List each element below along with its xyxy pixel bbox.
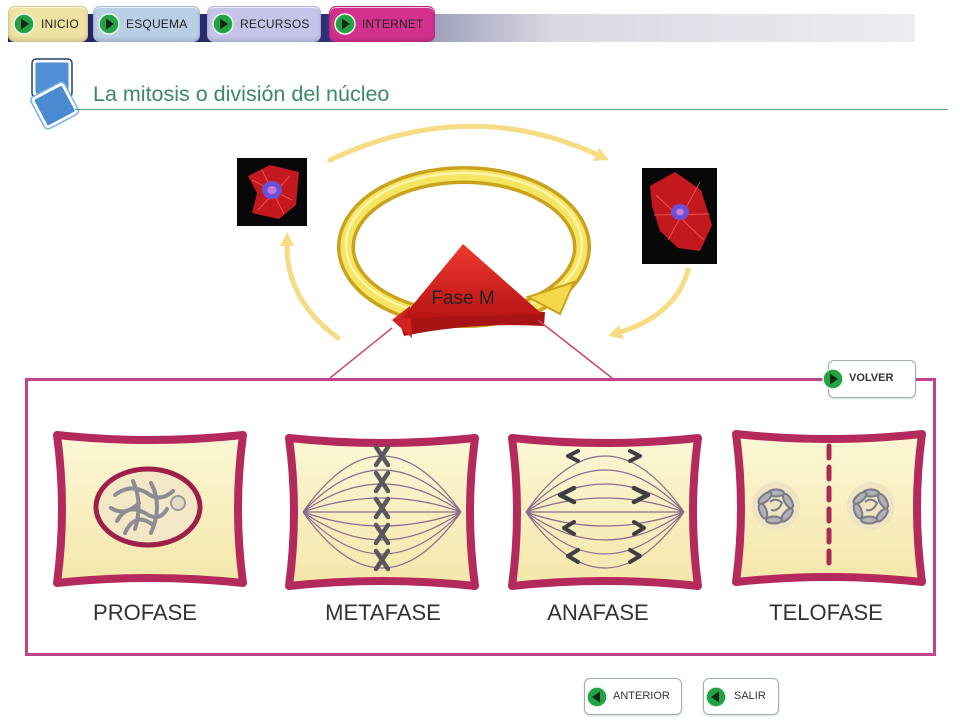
- play-icon: [822, 368, 844, 390]
- cycle-arrow-right: [615, 267, 691, 336]
- chromosome: [373, 470, 391, 494]
- back-arrow-icon: [705, 686, 727, 708]
- chromatin: [109, 479, 175, 535]
- connector-line-left: [329, 327, 393, 379]
- cycle-ring-arrowhead: [525, 280, 576, 316]
- cell-photo-right-nucleolus: [676, 208, 684, 216]
- chromosome: [566, 548, 580, 564]
- play-icon: [13, 13, 35, 35]
- chromosome: [628, 548, 642, 564]
- nucleus: [93, 466, 203, 548]
- chromatin-tangle: [769, 498, 784, 512]
- anterior-label: ANTERIOR: [613, 690, 670, 702]
- slides-icon-front: [30, 81, 80, 130]
- tab-inicio[interactable]: INICIO: [8, 6, 88, 42]
- cycle-arrow-left: [284, 241, 341, 341]
- nucleolus: [170, 495, 186, 511]
- chromosome: [557, 485, 577, 505]
- tab-label: INICIO: [41, 17, 79, 31]
- cell-photo-left-nucleolus: [267, 186, 277, 194]
- connector-line-right: [537, 319, 613, 379]
- anterior-button[interactable]: ANTERIOR: [584, 678, 682, 715]
- cycle-arrowhead-top: [593, 148, 609, 161]
- cycle-arrowhead-right: [608, 325, 624, 339]
- volver-button[interactable]: VOLVER: [822, 360, 916, 398]
- stage-label-metafase: METAFASE: [325, 600, 441, 625]
- chromatin-loop: [757, 491, 773, 505]
- chromosome: [373, 444, 391, 468]
- chromosome: [562, 520, 576, 536]
- chromatin-tangle: [864, 498, 879, 512]
- stages-frame: [25, 378, 936, 656]
- slides-icon-front-outline: [30, 81, 80, 130]
- chromosome: [566, 449, 580, 463]
- salir-button[interactable]: SALIR: [703, 678, 779, 715]
- title-underline: [75, 109, 948, 110]
- stage-label-profase: PROFASE: [93, 600, 197, 625]
- chromatin-loop: [860, 515, 878, 525]
- daughter-nucleus-left: [752, 482, 800, 530]
- chromosome: [631, 485, 651, 505]
- salir-label: SALIR: [734, 690, 766, 702]
- slides-icon-front-card: [31, 83, 78, 129]
- tab-recursos[interactable]: RECURSOS: [207, 6, 321, 42]
- play-icon: [212, 13, 234, 35]
- volver-label: VOLVER: [849, 372, 894, 384]
- page-title: La mitosis o división del núcleo: [93, 82, 390, 106]
- chromosome: [373, 548, 391, 572]
- tab-label: INTERNET: [362, 17, 424, 31]
- cycle-arrowhead-left: [280, 232, 294, 246]
- tab-label: ESQUEMA: [126, 17, 188, 31]
- stage-label-anafase: ANAFASE: [547, 600, 649, 625]
- cell-metafase: [285, 434, 479, 590]
- back-arrow-icon: [586, 686, 608, 708]
- slides-icon: [30, 58, 80, 130]
- chromosome: [373, 522, 391, 546]
- tab-esquema[interactable]: ESQUEMA: [93, 6, 200, 42]
- chromatin-loop: [765, 515, 783, 525]
- chromosome: [628, 449, 642, 463]
- cell-anafase: [508, 434, 702, 590]
- tab-label: RECURSOS: [240, 17, 310, 31]
- cell-telofase: [732, 430, 926, 586]
- phase-m-triangle: [402, 244, 542, 318]
- chromosome: [632, 520, 646, 536]
- cycle-arrow-top: [327, 123, 601, 163]
- phase-m-base: [398, 310, 545, 336]
- play-icon: [98, 13, 120, 35]
- stage-label-telofase: TELOFASE: [769, 600, 883, 625]
- cell-profase: [53, 431, 247, 587]
- phase-m-label: Fase M: [431, 288, 494, 309]
- play-icon: [334, 13, 356, 35]
- chromosome: [373, 496, 391, 520]
- spindle-fibers: [525, 455, 685, 569]
- chromatin-loop: [852, 491, 868, 505]
- daughter-nucleus-right: [847, 482, 895, 530]
- tab-internet[interactable]: INTERNET: [329, 6, 435, 42]
